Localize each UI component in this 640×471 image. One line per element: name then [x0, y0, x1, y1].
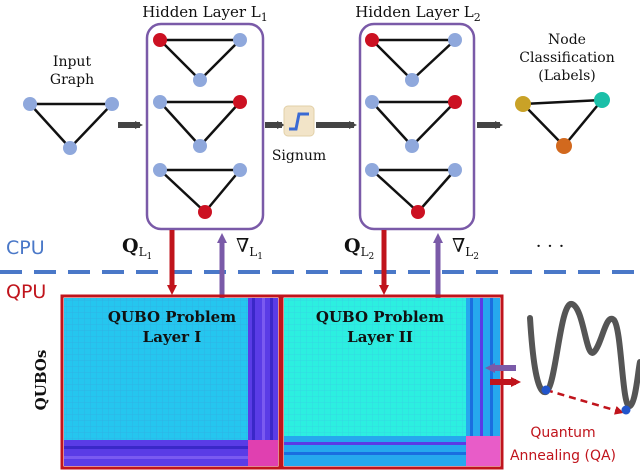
qa-label: Quantum — [530, 425, 595, 441]
labeled-node — [556, 138, 572, 154]
qubo-corner-block — [248, 440, 278, 466]
hidden-layer-1-box — [145, 22, 265, 231]
state-point — [541, 385, 551, 395]
graph-node — [153, 33, 167, 47]
annealing-path — [545, 388, 624, 415]
graph-node — [411, 205, 425, 219]
graph-node — [233, 163, 247, 177]
qubo-layer-2: QUBO Problem Layer II — [280, 294, 504, 470]
input-graph: Input Graph — [23, 54, 119, 155]
hidden-layer-1-title: Hidden Layer L — [142, 3, 261, 21]
hidden-layer-2-box — [358, 22, 476, 231]
qubo-layer-1: QUBO Problem Layer I — [60, 294, 282, 470]
node-classification-label: Classification — [519, 50, 614, 66]
ellipsis: · · · — [536, 236, 565, 257]
gradient-symbol: ∇ — [452, 235, 465, 257]
signum-label: Signum — [272, 148, 326, 164]
q-subscript-index: 2 — [369, 252, 375, 262]
graph-node — [63, 141, 77, 155]
graph-node — [153, 95, 167, 109]
svg-text:∇L2: ∇L2 — [452, 235, 479, 262]
qubo-title-2: QUBO Problem — [316, 308, 444, 326]
graph-node — [405, 139, 419, 153]
qa-label: Annealing (QA) — [510, 448, 616, 464]
qpu-label: QPU — [6, 281, 46, 303]
qubo-border-1 — [60, 294, 282, 470]
state-point — [621, 405, 631, 415]
gradient-subscript: L — [465, 245, 473, 259]
hidden-layer-1-subscript: 1 — [261, 11, 268, 24]
svg-text:Hidden Layer L1: Hidden Layer L1 — [142, 3, 268, 24]
qubo-subtitle-2: Layer II — [347, 328, 413, 346]
hidden-layer-2: Hidden Layer L2 — [355, 3, 481, 231]
graph-node — [105, 97, 119, 111]
labeled-node — [515, 96, 531, 112]
graph-node — [198, 205, 212, 219]
graph-node — [233, 95, 247, 109]
node-classification-label: Node — [548, 32, 586, 48]
graph-node — [405, 73, 419, 87]
qubo-corner-block — [466, 436, 500, 466]
input-graph-label: Input — [53, 54, 92, 70]
cpu-label: CPU — [6, 237, 45, 259]
graph-node — [365, 95, 379, 109]
graph-node — [448, 95, 462, 109]
input-graph-label: Graph — [50, 72, 94, 88]
node-classification: Node Classification (Labels) — [515, 32, 615, 154]
q-subscript-index: 1 — [147, 252, 153, 262]
graph-node — [23, 97, 37, 111]
q-subscript: L — [139, 245, 147, 259]
graph-node — [153, 163, 167, 177]
qubos-label: QUBOs — [32, 350, 50, 411]
gradient-symbol: ∇ — [236, 235, 249, 257]
graph-node — [193, 73, 207, 87]
svg-text:∇L1: ∇L1 — [236, 235, 263, 262]
gradient-subscript: L — [249, 245, 257, 259]
q-subscript: L — [361, 245, 369, 259]
quantum-annealing: Quantum Annealing (QA) — [510, 300, 640, 464]
labeled-node — [594, 92, 610, 108]
gradient-subscript-index: 2 — [473, 252, 479, 262]
hidden-layer-2-title: Hidden Layer L — [355, 3, 474, 21]
graph-node — [193, 139, 207, 153]
svg-text:Hidden Layer L2: Hidden Layer L2 — [355, 3, 481, 24]
graph-node — [365, 33, 379, 47]
hidden-layer-2-subscript: 2 — [474, 11, 481, 24]
signum-block: Signum — [272, 105, 326, 164]
graph-node — [233, 33, 247, 47]
graph-node — [448, 33, 462, 47]
gradient-subscript-index: 1 — [257, 252, 263, 262]
svg-text:QL2: QL2 — [344, 235, 374, 262]
graph-node — [365, 163, 379, 177]
hidden-layer-1: Hidden Layer L1 — [142, 3, 268, 231]
node-classification-label: (Labels) — [538, 68, 595, 84]
qubo-title-1: QUBO Problem — [108, 308, 236, 326]
q-symbol: Q — [122, 235, 139, 257]
qubo-matrix-1 — [64, 298, 278, 466]
graph-node — [448, 163, 462, 177]
q-symbol: Q — [344, 235, 361, 257]
qubo-subtitle-1: Layer I — [143, 328, 202, 346]
svg-text:QL1: QL1 — [122, 235, 152, 262]
